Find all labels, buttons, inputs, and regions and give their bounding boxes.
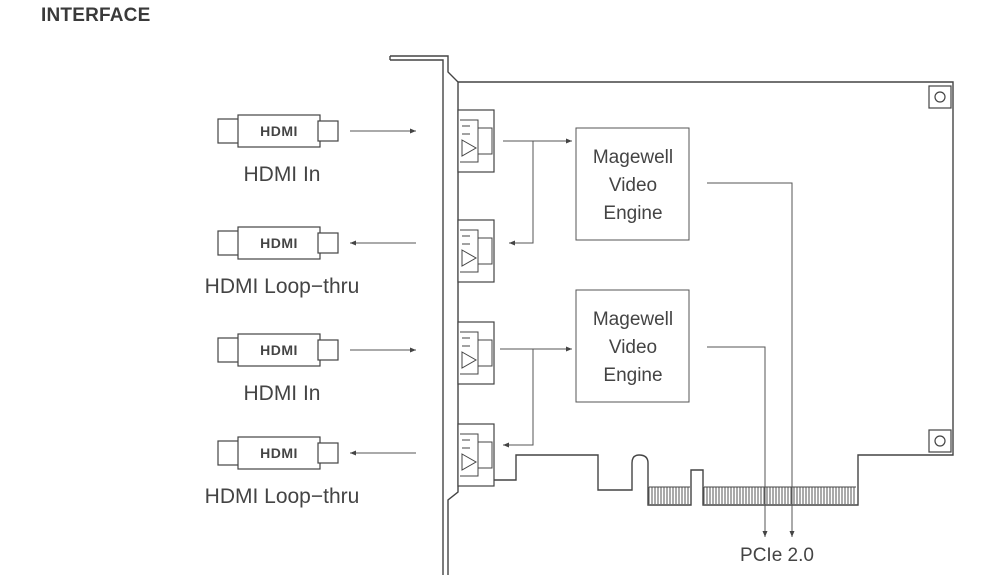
mounting-hole-icon xyxy=(928,429,952,453)
connector-label: HDMI Loop−thru xyxy=(205,485,360,508)
section-heading: INTERFACE xyxy=(41,5,151,26)
connector-label: HDMI In xyxy=(243,382,320,405)
hdmi-connector: HDMI HDMI In xyxy=(217,114,339,186)
connector-arrows xyxy=(350,128,416,456)
mounting-bracket xyxy=(389,55,459,575)
hdmi-logo-icon: HDMI xyxy=(260,342,298,358)
connector-label: HDMI In xyxy=(243,163,320,186)
connector-label: HDMI Loop−thru xyxy=(205,275,360,298)
pcie-label: PCIe 2.0 xyxy=(740,545,814,566)
engine-label: Video xyxy=(609,175,657,196)
hdmi-connector: HDMI HDMI Loop−thru xyxy=(205,226,360,298)
engine-label: Magewell xyxy=(593,309,673,330)
hdmi-connector: HDMI HDMI Loop−thru xyxy=(205,436,360,508)
mounting-hole-icon xyxy=(928,85,952,109)
engine-label: Engine xyxy=(603,203,662,224)
board-hdmi-port xyxy=(457,109,495,173)
engine-label: Video xyxy=(609,337,657,358)
engine-label: Engine xyxy=(603,365,662,386)
board-hdmi-port xyxy=(457,423,495,487)
signal-wires xyxy=(500,138,795,537)
pcb-board-outline xyxy=(458,81,954,506)
hdmi-logo-icon: HDMI xyxy=(260,445,298,461)
engine-label: Magewell xyxy=(593,147,673,168)
hdmi-logo-icon: HDMI xyxy=(260,123,298,139)
hdmi-connector: HDMI HDMI In xyxy=(217,333,339,405)
board-hdmi-port xyxy=(457,321,495,385)
board-hdmi-port xyxy=(457,219,495,283)
pcie-edge-connector xyxy=(648,486,856,504)
hdmi-logo-icon: HDMI xyxy=(260,235,298,251)
